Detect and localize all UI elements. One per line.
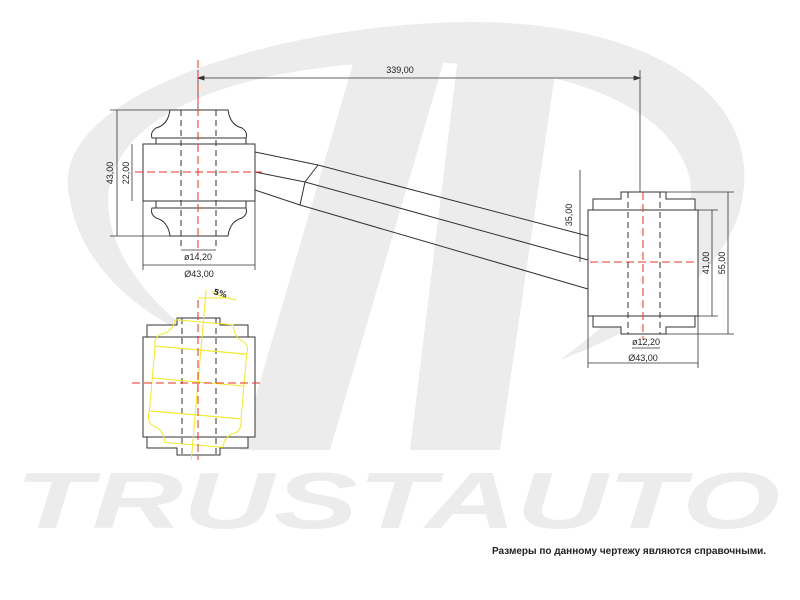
left-dimensions: [110, 109, 256, 270]
watermark-text: TRUSTAUTO: [15, 456, 780, 545]
offset-label: 35,00: [564, 204, 574, 227]
left-bore-label: ø14,20: [184, 252, 212, 262]
right-bushing: [587, 191, 699, 335]
tilt-view-centerlines: [132, 300, 262, 460]
right-body-height-label: 41,00: [701, 252, 711, 275]
left-diameter-label: Ø43,00: [184, 269, 214, 279]
right-diameter-label: Ø43,00: [628, 353, 658, 363]
left-bushing: [142, 109, 256, 250]
reference-note: Размеры по данному чертежу являются спра…: [492, 546, 767, 557]
center-distance-label: 339,00: [386, 65, 414, 75]
arm-rod: [254, 151, 589, 290]
right-centerlines: [590, 192, 695, 340]
left-height-label: 43,00: [105, 162, 115, 185]
left-body-height-label: 22,00: [121, 162, 131, 185]
right-height-label: 55,00: [717, 252, 727, 275]
right-bore-label: ø12,20: [632, 337, 660, 347]
right-dimensions: [579, 170, 734, 368]
left-centerlines: [135, 60, 262, 255]
tilt-angle-label: 5%: [212, 287, 227, 299]
watermark-logo: TRUSTAUTO: [15, 21, 780, 545]
tilted-bushing-overlay: [147, 290, 249, 460]
tilt-angle-marker: [198, 291, 237, 301]
